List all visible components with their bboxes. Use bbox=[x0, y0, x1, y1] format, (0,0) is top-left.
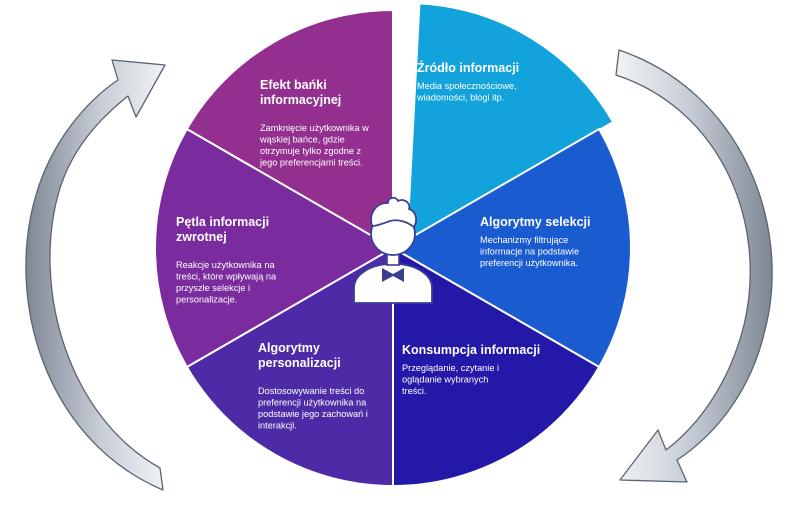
user-icon bbox=[353, 196, 433, 304]
segment-algorytmy-selekcji bbox=[391, 127, 632, 369]
segment-desc-algorytmy-selekcji: Mechanizmy filtrujące bbox=[480, 235, 568, 245]
segment-title-algorytmy-personalizacji: personalizacji bbox=[258, 356, 341, 370]
segment-petla bbox=[154, 127, 395, 369]
segment-title-algorytmy-selekcji: Algorytmy selekcji bbox=[480, 215, 590, 229]
segment-desc-petla: personalizacje. bbox=[176, 295, 237, 305]
curved-arrow-down-icon bbox=[615, 49, 773, 483]
segment-title-petla: Pętla informacji bbox=[176, 215, 269, 229]
segment-desc-konsumpcja: oglądanie wybranych bbox=[402, 375, 488, 385]
segment-desc-petla: Reakcje użytkownika na bbox=[176, 260, 275, 270]
segment-title-zrodlo: Źródło informacji bbox=[417, 60, 519, 75]
segment-zrodlo bbox=[405, 2, 615, 243]
segment-desc-zrodlo: Media społecznościowe, bbox=[417, 81, 517, 91]
segment-desc-algorytmy-selekcji: preferencji użytkownika. bbox=[480, 258, 578, 268]
segment-title-petla: zwrotnej bbox=[176, 230, 227, 244]
segment-title-konsumpcja: Konsumpcja informacji bbox=[402, 343, 540, 357]
segment-desc-konsumpcja: Przeglądanie, czytanie i bbox=[402, 363, 499, 373]
segment-title-efekt-banki: informacyjnej bbox=[260, 93, 341, 107]
segment-desc-konsumpcja: treści. bbox=[402, 386, 427, 396]
segment-desc-algorytmy-personalizacji: Dostosowywanie treści do bbox=[258, 386, 364, 396]
segment-title-efekt-banki: Efekt bańki bbox=[260, 78, 327, 92]
segment-desc-petla: treści, które wpływają na bbox=[176, 272, 277, 282]
segment-efekt-banki bbox=[185, 8, 394, 250]
segment-desc-efekt-banki: jego preferencjami treści. bbox=[259, 158, 363, 168]
segment-konsumpcja bbox=[392, 246, 601, 488]
segment-desc-petla: przyszłe selekcje i bbox=[176, 283, 250, 293]
segment-desc-algorytmy-selekcji: informacje na podstawie bbox=[480, 247, 579, 257]
segment-desc-efekt-banki: otrzymuje tylko zgodne z bbox=[260, 146, 362, 156]
segment-desc-efekt-banki: Zamknięcie użytkownika w bbox=[260, 123, 369, 133]
segment-algorytmy-personalizacji bbox=[185, 246, 394, 488]
segment-desc-algorytmy-personalizacji: preferencji użytkownika na bbox=[258, 398, 367, 408]
segment-desc-algorytmy-personalizacji: interakcji. bbox=[258, 421, 297, 431]
segment-desc-efekt-banki: wąskiej bańce, gdzie bbox=[259, 135, 345, 145]
curved-arrow-up-icon bbox=[25, 59, 166, 491]
segment-title-algorytmy-personalizacji: Algorytmy bbox=[258, 341, 320, 355]
segment-desc-zrodlo: wiadomości, blogi itp. bbox=[416, 93, 504, 103]
segment-desc-algorytmy-personalizacji: podstawie jego zachowań i bbox=[258, 409, 368, 419]
